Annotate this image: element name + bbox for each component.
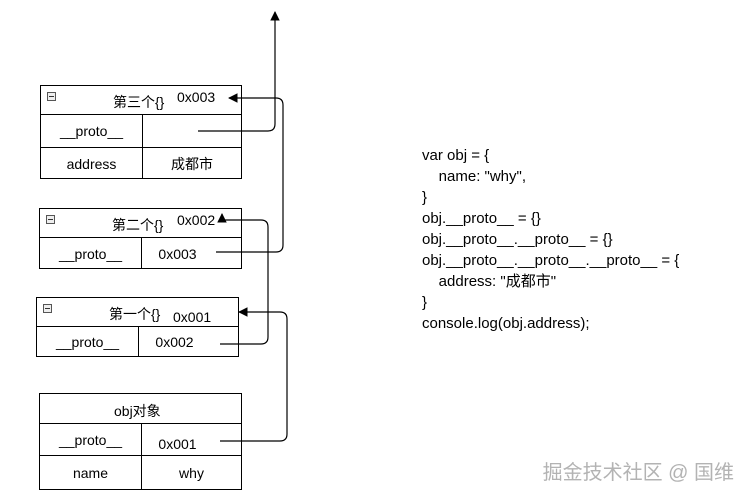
box-title: 第二个{}: [112, 217, 164, 233]
proto-value: 0x001: [158, 435, 197, 452]
collapse-icon[interactable]: [46, 215, 55, 224]
proto-label: __proto__: [40, 238, 142, 269]
address-value: 成都市: [171, 155, 213, 172]
first-address: 0x001: [173, 309, 212, 325]
third-address: 0x003: [177, 89, 216, 105]
code-line: obj.__proto__ = {}: [422, 210, 541, 227]
code-line: console.log(obj.address);: [422, 315, 590, 332]
collapse-icon[interactable]: [43, 304, 52, 313]
box-header: 第二个{}: [40, 209, 241, 238]
box-header: 第一个{}: [37, 298, 238, 327]
name-value: why: [179, 465, 204, 481]
arrow-to-second: [217, 213, 269, 345]
code-line: obj.__proto__.__proto__ = {}: [422, 231, 613, 248]
arrow-to-third: [216, 93, 284, 253]
name-row: name why: [40, 456, 241, 490]
code-line: address: "成都市": [422, 273, 557, 290]
proto-value: 0x002: [155, 334, 194, 350]
address-label: address: [41, 148, 143, 179]
box-title: 第一个{}: [109, 306, 161, 322]
proto-row: __proto__ 0x003: [40, 238, 241, 269]
proto-label: __proto__: [40, 424, 142, 455]
second-address: 0x002: [177, 212, 216, 228]
code-snippet: var obj = { name: "why",} obj.__proto__ =…: [422, 145, 679, 334]
proto-row: __proto__ 0x001: [40, 424, 241, 456]
code-line: }: [422, 189, 428, 206]
null-arrow: [198, 11, 280, 132]
box-title: 第三个{}: [113, 94, 165, 110]
proto-label: __proto__: [37, 327, 139, 357]
code-line: name: "why",: [422, 168, 527, 185]
box-header: 第三个{}: [41, 86, 241, 115]
proto-row: __proto__ 0x002: [37, 327, 238, 357]
proto-label: __proto__: [41, 115, 143, 147]
address-row: address 成都市: [41, 148, 241, 179]
object-box-first: 第一个{} __proto__ 0x002: [36, 297, 239, 357]
proto-value: 0x003: [158, 245, 197, 262]
code-line: }: [422, 294, 428, 311]
name-label: name: [40, 456, 142, 490]
watermark: 掘金技术社区 @ 国维: [542, 462, 734, 484]
box-header: obj对象: [40, 394, 241, 424]
box-title: obj对象: [114, 403, 161, 419]
arrow-to-first: [220, 307, 288, 442]
code-line: var obj = {: [422, 147, 490, 164]
proto-row: __proto__: [41, 115, 241, 148]
code-line: obj.__proto__.__proto__.__proto__ = {: [422, 252, 680, 269]
object-box-second: 第二个{} __proto__ 0x003: [39, 208, 242, 269]
collapse-icon[interactable]: [47, 92, 56, 101]
object-box-third: 第三个{} __proto__ address 成都市: [40, 85, 242, 179]
